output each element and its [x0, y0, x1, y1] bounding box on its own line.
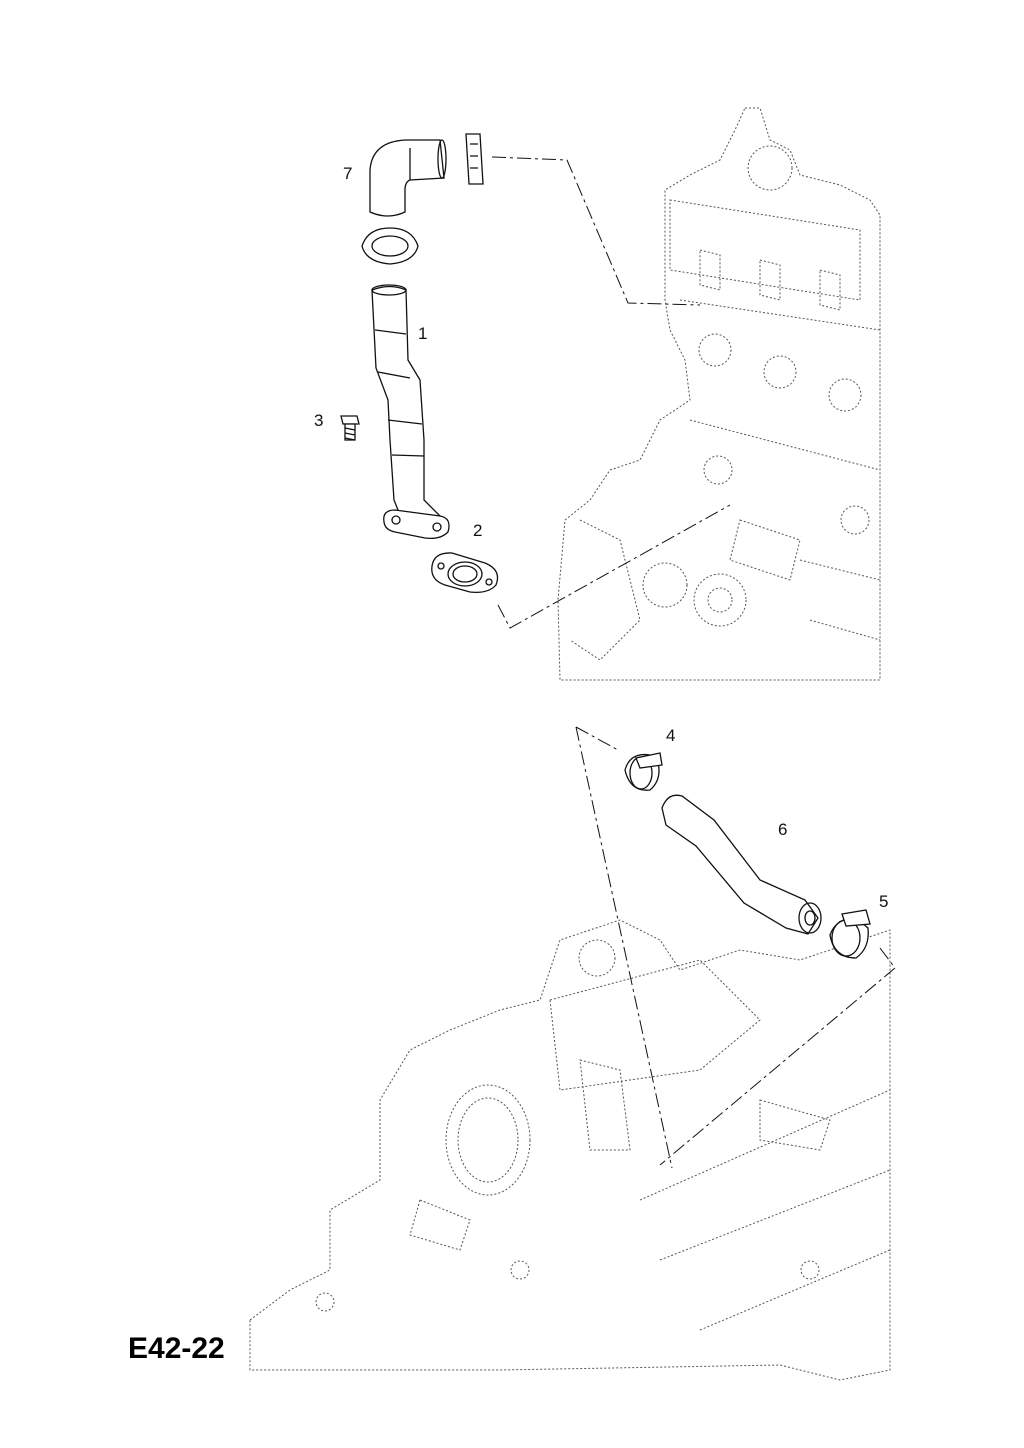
callout-1: 1	[418, 324, 427, 343]
part-6-coolant-hose	[661, 794, 822, 935]
callout-7: 7	[343, 164, 352, 183]
callout-5: 5	[879, 892, 888, 911]
part-2-gasket	[431, 552, 499, 593]
part-4-hose-clamp	[624, 752, 663, 791]
diagram-code: E42-22	[128, 1332, 225, 1365]
sealing-ring-insert	[465, 133, 484, 185]
lower-engine-manifold	[249, 919, 891, 1381]
part-7-elbow-hose	[369, 139, 447, 217]
part-7-clamp	[361, 227, 419, 265]
part-5-hose-clamp	[829, 909, 871, 959]
upper-engine-block	[557, 107, 881, 681]
callout-2: 2	[473, 521, 482, 540]
callout-3: 3	[314, 411, 323, 430]
callout-6: 6	[778, 820, 787, 839]
part-1-pipe-flange	[383, 509, 450, 540]
leader-lines	[491, 156, 896, 1169]
part-1-coolant-pipe	[371, 284, 442, 523]
part-3-bolt	[340, 415, 360, 441]
callout-4: 4	[666, 726, 675, 745]
